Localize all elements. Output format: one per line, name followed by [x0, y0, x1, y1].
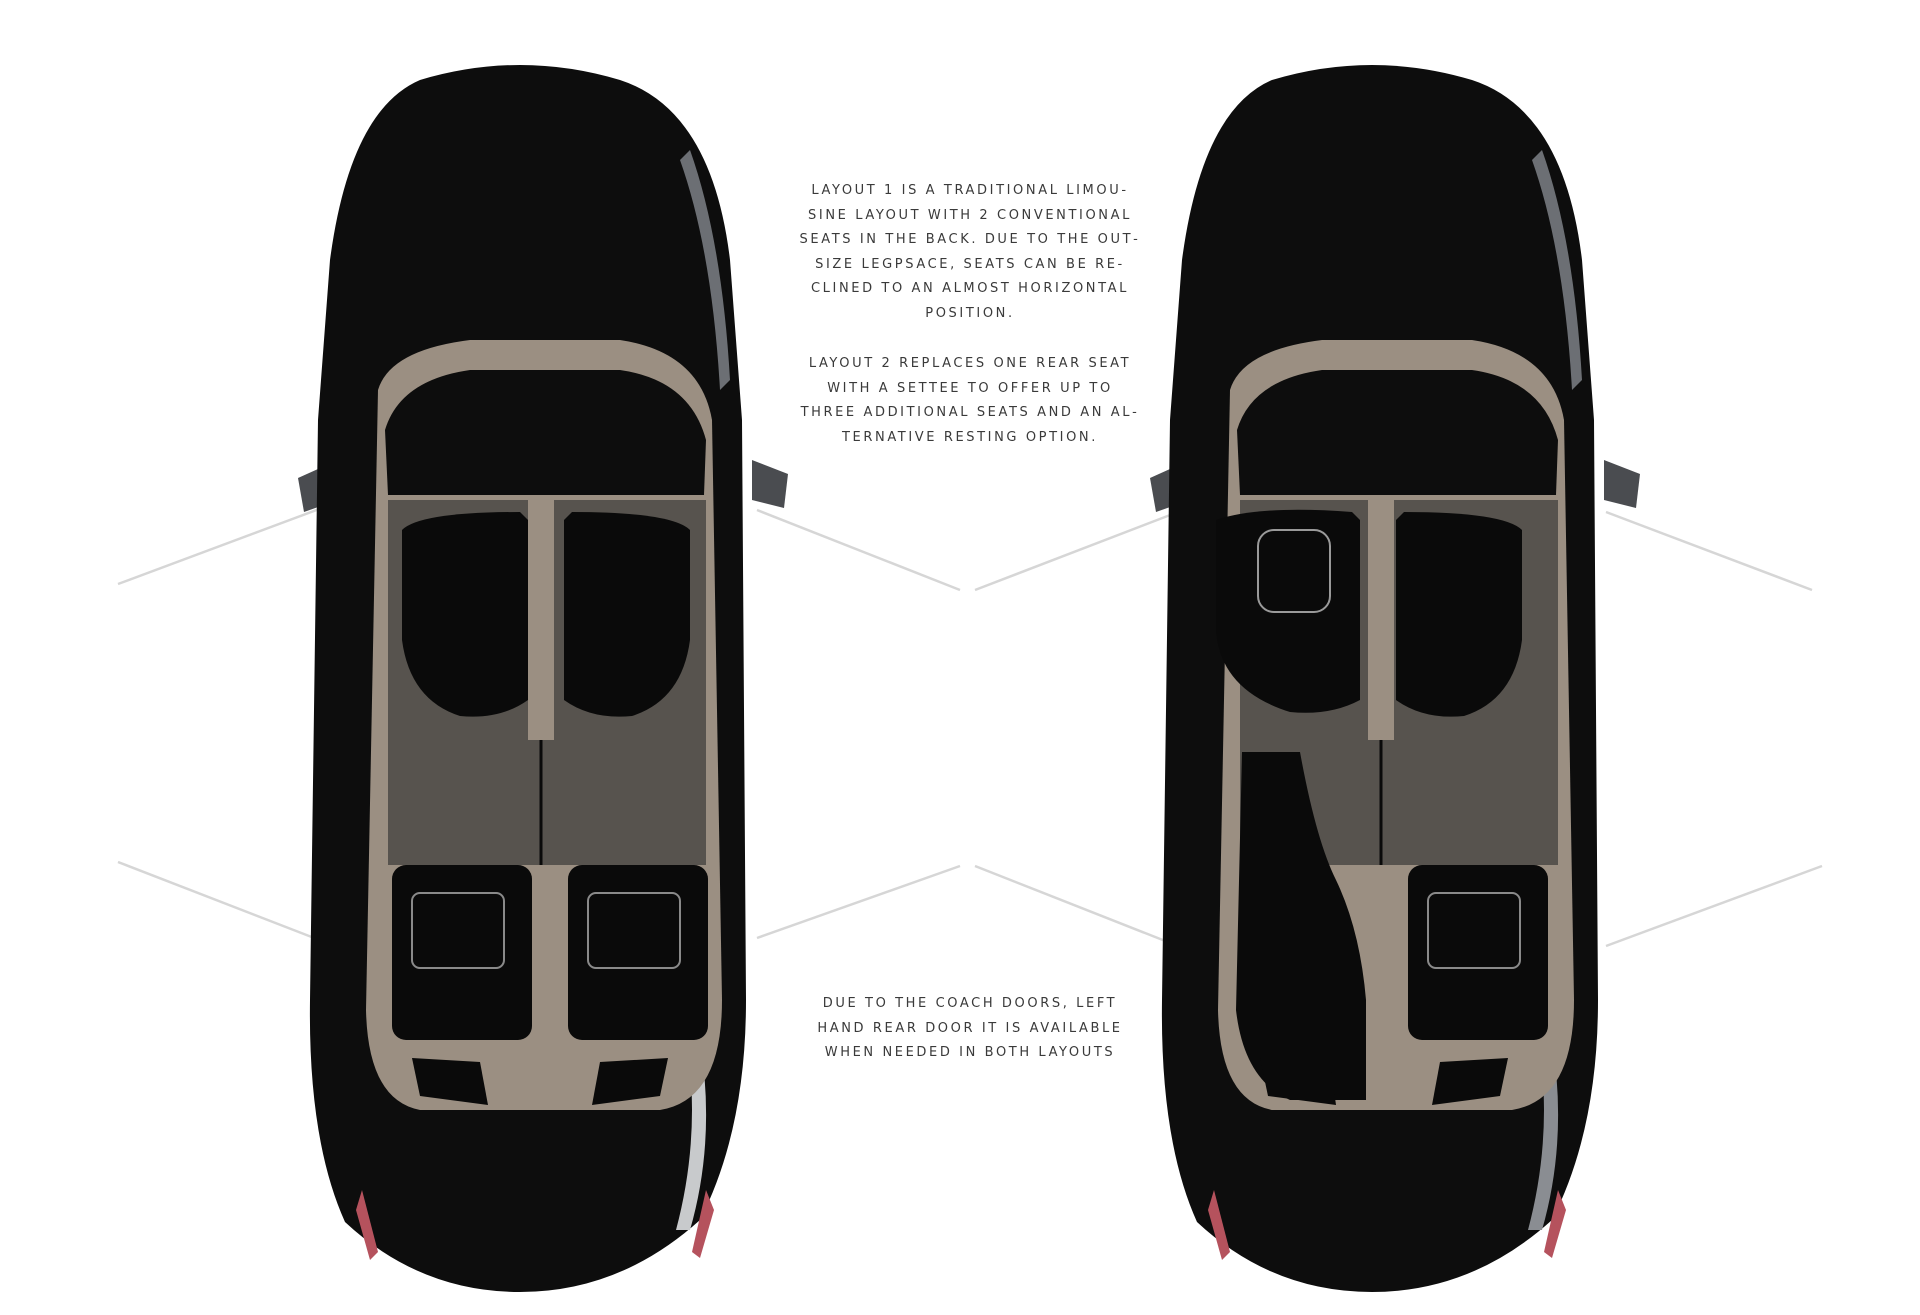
rear-right-seat-cushion — [587, 892, 681, 969]
description-line: when needed in both layouts — [824, 1039, 1116, 1061]
front-right-seat — [564, 512, 690, 717]
description-line: Layout 2 replaces one rear seat — [808, 350, 1132, 372]
front-left-seat-headrest — [1257, 529, 1331, 613]
car-layout-2 — [1150, 65, 1640, 1292]
body-highlight — [680, 150, 730, 390]
description-line: three additional seats and an al- — [800, 399, 1140, 421]
description-line: with a settee to offer up to — [827, 374, 1113, 397]
description-line: position. — [925, 299, 1015, 322]
taillight-icon — [1544, 1190, 1566, 1258]
description-line: seats in the back. Due to the out- — [799, 226, 1141, 248]
leader-line — [974, 864, 1179, 948]
leader-lines — [117, 506, 1823, 948]
taillight-icon — [692, 1190, 714, 1258]
front-right-seat — [1396, 512, 1522, 717]
dashboard — [1237, 370, 1558, 495]
body-highlight — [1532, 150, 1582, 390]
rear-right-seat — [568, 865, 708, 1040]
car-layout-1 — [298, 65, 788, 1292]
layout-2-description: Layout 2 replaces one rear seat with a s… — [780, 349, 1160, 447]
center-console — [1368, 500, 1394, 740]
description-line: clined to an almost horizontal — [810, 275, 1129, 297]
taillight-icon — [356, 1190, 378, 1260]
rear-footrest-right — [592, 1058, 668, 1105]
description-line: due to the coach doors, left — [822, 990, 1118, 1012]
front-left-seat — [402, 512, 528, 717]
description-line: ternative resting option. — [842, 423, 1098, 446]
right-mirror-icon — [1604, 460, 1640, 508]
leader-line — [1605, 864, 1823, 948]
description-line: size legpsace, seats can be re- — [815, 250, 1125, 273]
rear-settee — [1236, 752, 1366, 1100]
rear-footrest-right — [1432, 1058, 1508, 1105]
rear-left-seat — [392, 865, 532, 1040]
taillight-icon — [1208, 1190, 1230, 1260]
leader-line — [756, 864, 961, 940]
right-mirror-icon — [752, 460, 788, 508]
center-console — [528, 500, 554, 740]
description-line: Layout 1 is a traditional limou- — [811, 177, 1129, 199]
rear-left-seat-cushion — [411, 892, 505, 969]
leader-line — [974, 510, 1179, 592]
leader-line — [756, 508, 961, 592]
leader-line — [117, 506, 323, 586]
description-line: sine layout with 2 conventional — [808, 201, 1132, 224]
leader-line — [1605, 510, 1813, 592]
rear-footrest-left — [412, 1058, 488, 1105]
rear-footrest-left — [1260, 1058, 1336, 1105]
description-line: hand rear door it is available — [817, 1014, 1123, 1037]
leader-line — [117, 860, 323, 943]
coach-doors-note: due to the coach doors, left hand rear d… — [790, 989, 1150, 1063]
layout-1-description: Layout 1 is a traditional limou- sine la… — [780, 176, 1160, 323]
rear-right-seat — [1408, 865, 1548, 1040]
rear-right-seat-cushion — [1427, 892, 1521, 969]
dashboard — [385, 370, 706, 495]
